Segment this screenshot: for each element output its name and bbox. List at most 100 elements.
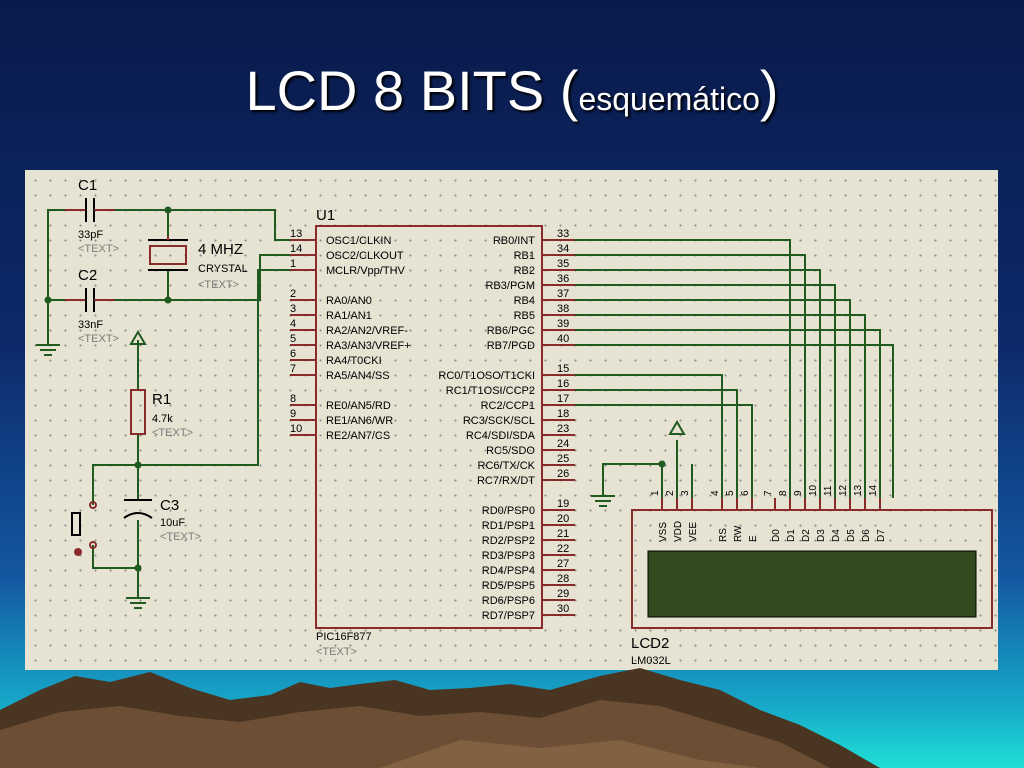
pin-number: 4	[710, 490, 721, 496]
lcd-pin-rw: 5RW	[725, 490, 744, 542]
pin-number: 28	[557, 573, 569, 585]
pin-number: 9	[290, 408, 296, 420]
power-symbols	[129, 330, 686, 435]
pin-number: 30	[557, 603, 569, 615]
power-arrow-icon	[668, 420, 686, 435]
junctions	[44, 206, 666, 572]
wire-rb3	[545, 284, 836, 498]
capacitor-c1	[65, 198, 115, 222]
power-arrow-icon	[129, 330, 147, 345]
pin-number: 1	[650, 490, 661, 496]
junction-dot	[164, 296, 172, 304]
wire-rb5	[545, 314, 866, 498]
wire-rb7	[545, 344, 894, 498]
pin-name: RD4/PSP4	[482, 565, 535, 577]
title-main: LCD 8 BITS (	[245, 59, 579, 122]
pin-name: D1	[786, 529, 797, 542]
junction-dot	[44, 296, 52, 304]
pin-number: 6	[740, 490, 751, 496]
lcd-pin-d2: 9D2	[793, 490, 812, 542]
pin-name: RC0/T1OSO/T1CKI	[438, 370, 535, 382]
pin-name: RB1	[514, 250, 535, 262]
pin-number: 9	[793, 490, 804, 496]
pin-name: RC6/TX/CK	[478, 460, 536, 472]
junction-dot	[658, 460, 666, 468]
ground-icon	[126, 597, 150, 609]
lcd-pin-rs: 4RS	[710, 490, 729, 542]
pin-name: RD0/PSP0	[482, 505, 535, 517]
pin-name: RC3/SCK/SCL	[463, 415, 535, 427]
wires	[47, 209, 894, 598]
c3-value: 10uF	[160, 517, 185, 529]
pin-name: RD5/PSP5	[482, 580, 535, 592]
pin-number: 35	[557, 258, 569, 270]
wire-rc0	[545, 374, 723, 498]
title-close: )	[759, 59, 779, 122]
pin-number: 23	[557, 423, 569, 435]
lcd-body	[631, 509, 993, 629]
slide-title: LCD 8 BITS (esquemático)	[0, 58, 1024, 123]
part-values: 33pF 33nF CRYSTAL 4.7k 10uF PIC16F877 LM…	[78, 229, 671, 667]
ground-symbols	[36, 344, 615, 609]
pin-name: RC2/CCP1	[481, 400, 535, 412]
lcd-pin-e: 6E	[740, 490, 759, 542]
wire-sw-top	[92, 464, 138, 505]
pin-number: 5	[290, 333, 296, 345]
resistor-r1	[130, 389, 146, 435]
wire-rb2	[545, 269, 821, 498]
pin-number: 6	[290, 348, 296, 360]
pin-number: 17	[557, 393, 569, 405]
pin-number: 21	[557, 528, 569, 540]
lcd-pins: 1VSS2VDD3VEE4RS5RW6E7D08D19D210D311D412D…	[650, 484, 887, 542]
wire-osc1	[115, 209, 290, 241]
pin-name: VSS	[658, 522, 669, 542]
pin-name: RD1/PSP1	[482, 520, 535, 532]
pin-number: 14	[290, 243, 302, 255]
pin-number: 34	[557, 243, 569, 255]
pin-number: 3	[290, 303, 296, 315]
pin-number: 33	[557, 228, 569, 240]
u1-ref: U1	[316, 207, 335, 224]
pin-name: OSC2/CLKOUT	[326, 250, 404, 262]
pin-number: 1	[290, 258, 296, 270]
wire-rc2	[545, 404, 753, 498]
pin-name: E	[748, 535, 759, 542]
pin-number: 10	[290, 423, 302, 435]
capacitor-c3	[123, 499, 153, 519]
crystal-symbol	[148, 236, 188, 271]
pin-number: 12	[838, 484, 849, 496]
pin-name: RA1/AN1	[326, 310, 372, 322]
pin-name: RD6/PSP6	[482, 595, 535, 607]
c2-value: 33nF	[78, 319, 103, 331]
c3-ref: C3	[160, 497, 179, 514]
wire-rb1	[545, 254, 806, 498]
wire-rc1	[545, 389, 738, 498]
pin-number: 5	[725, 490, 736, 496]
lcd-part: LM032L	[631, 655, 671, 667]
u1-body	[315, 225, 543, 629]
pin-name: MCLR/Vpp/THV	[326, 265, 406, 277]
pin-name: VDD	[673, 521, 684, 542]
c2-ref: C2	[78, 267, 97, 284]
pin-name: RC5/SDO	[486, 445, 535, 457]
pin-name: RE2/AN7/CS	[326, 430, 390, 442]
